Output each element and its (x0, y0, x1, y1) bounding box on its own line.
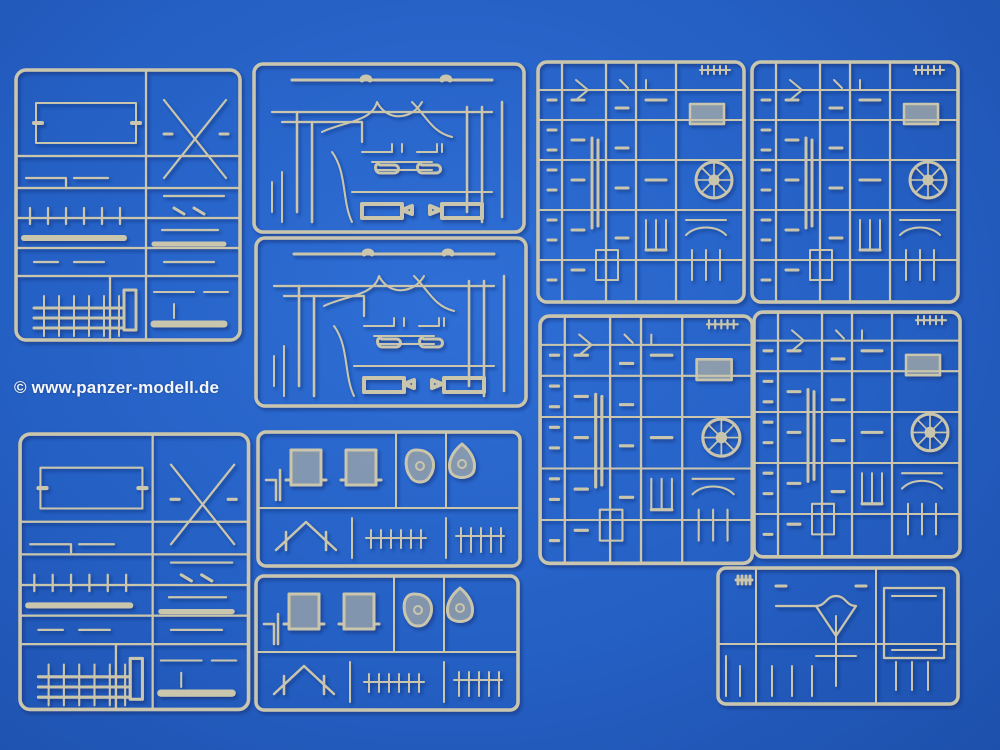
copyright-watermark: © www.panzer-modell.de (14, 378, 220, 397)
sprue-frame-deck (716, 566, 960, 706)
sprue-frame-boiler-1 (256, 430, 522, 568)
sprue-frame-rigging-top (16, 70, 240, 340)
sprue-frame-wheel-1 (536, 60, 746, 304)
sprue-frame-rigging-bottom (20, 434, 248, 709)
sprue-frame-railing-1 (254, 64, 524, 232)
sprue-frame-wheel-3 (538, 314, 755, 566)
sprue-frame-railing-2 (256, 238, 526, 406)
sprue-frame-wheel-2 (750, 60, 960, 304)
sprue-frame-boiler-2 (254, 574, 520, 712)
sprue-frame-wheel-4 (752, 310, 962, 559)
